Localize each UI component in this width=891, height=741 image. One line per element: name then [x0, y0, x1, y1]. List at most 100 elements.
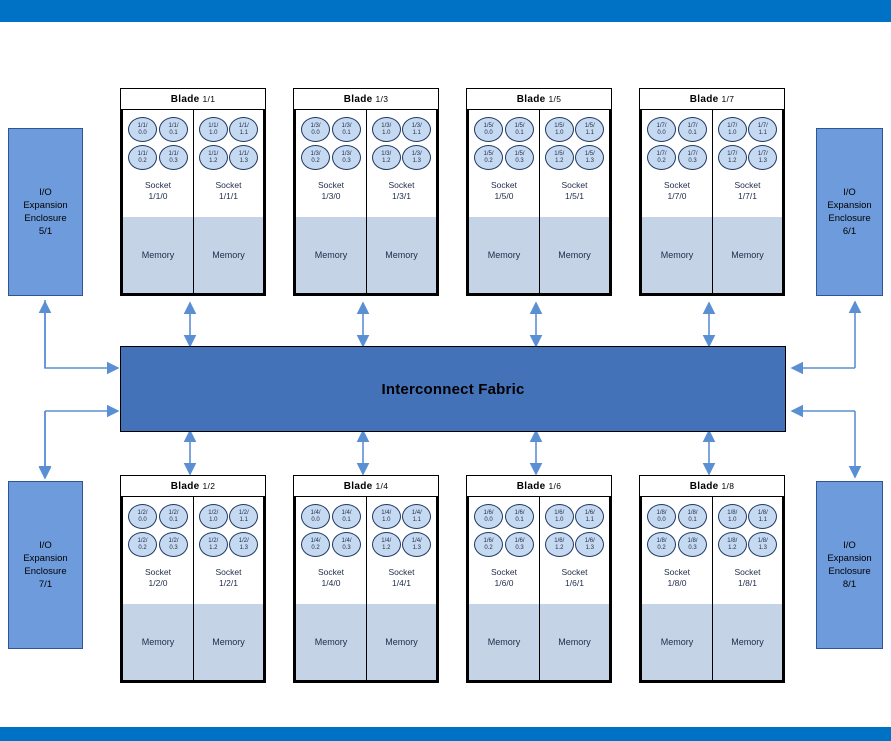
core[interactable]: 1/4/1.2	[371, 532, 401, 557]
core[interactable]: 1/3/0.0	[301, 117, 330, 142]
core[interactable]: 1/8/1.0	[717, 504, 747, 529]
core[interactable]: 1/3/0.3	[332, 145, 361, 170]
core[interactable]: 1/5/1.1	[575, 117, 605, 142]
core[interactable]: 1/5/1.2	[544, 145, 574, 170]
core[interactable]: 1/3/1.3	[402, 145, 432, 170]
memory-block[interactable]: Memory	[642, 604, 712, 680]
core[interactable]: 1/8/0.3	[678, 532, 707, 557]
core[interactable]: 1/8/1.3	[748, 532, 778, 557]
core[interactable]: 1/8/1.2	[717, 532, 747, 557]
core[interactable]: 1/1/1.1	[229, 117, 259, 142]
core[interactable]: 1/3/1.1	[402, 117, 432, 142]
core[interactable]: 1/4/1.3	[402, 532, 432, 557]
memory-block[interactable]: Memory	[123, 217, 193, 293]
core[interactable]: 1/4/0.2	[301, 532, 330, 557]
core[interactable]: 1/2/0.0	[128, 504, 157, 529]
memory-block[interactable]: Memory	[296, 604, 366, 680]
core[interactable]: 1/6/0.0	[474, 504, 503, 529]
core[interactable]: 1/7/0.2	[647, 145, 676, 170]
interconnect-fabric[interactable]: Interconnect Fabric	[120, 346, 786, 432]
core[interactable]: 1/1/1.3	[229, 145, 259, 170]
core[interactable]: 1/2/1.2	[198, 532, 228, 557]
core[interactable]: 1/6/1.3	[575, 532, 605, 557]
core[interactable]: 1/8/0.2	[647, 532, 676, 557]
io-expansion-enclosure-6-1[interactable]: I/O Expansion Enclosure 6/1	[816, 128, 883, 296]
core[interactable]: 1/5/0.0	[474, 117, 503, 142]
core[interactable]: 1/3/0.1	[332, 117, 361, 142]
memory-block[interactable]: Memory	[469, 604, 539, 680]
memory-block[interactable]: Memory	[123, 604, 193, 680]
core[interactable]: 1/1/0.0	[128, 117, 157, 142]
memory-block[interactable]: Memory	[367, 217, 436, 293]
memory-block[interactable]: Memory	[367, 604, 436, 680]
core[interactable]: 1/4/0.3	[332, 532, 361, 557]
core[interactable]: 1/1/0.1	[159, 117, 188, 142]
core[interactable]: 1/8/1.1	[748, 504, 778, 529]
core[interactable]: 1/4/1.1	[402, 504, 432, 529]
core[interactable]: 1/6/1.2	[544, 532, 574, 557]
core[interactable]: 1/7/0.1	[678, 117, 707, 142]
core[interactable]: 1/1/1.2	[198, 145, 228, 170]
core[interactable]: 1/5/1.3	[575, 145, 605, 170]
core[interactable]: 1/6/0.2	[474, 532, 503, 557]
core[interactable]: 1/2/1.1	[229, 504, 259, 529]
memory-block[interactable]: Memory	[194, 217, 263, 293]
core[interactable]: 1/5/0.3	[505, 145, 534, 170]
core[interactable]: 1/1/0.3	[159, 145, 188, 170]
core[interactable]: 1/5/0.2	[474, 145, 503, 170]
core[interactable]: 1/7/0.0	[647, 117, 676, 142]
core[interactable]: 1/6/1.1	[575, 504, 605, 529]
core[interactable]: 1/2/1.3	[229, 532, 259, 557]
core[interactable]: 1/6/0.3	[505, 532, 534, 557]
core[interactable]: 1/8/0.1	[678, 504, 707, 529]
core[interactable]: 1/6/0.1	[505, 504, 534, 529]
core[interactable]: 1/4/0.0	[301, 504, 330, 529]
core[interactable]: 1/3/1.0	[371, 117, 401, 142]
core[interactable]: 1/4/1.0	[371, 504, 401, 529]
memory-block[interactable]: Memory	[713, 217, 782, 293]
memory-block[interactable]: Memory	[296, 217, 366, 293]
core[interactable]: 1/6/1.0	[544, 504, 574, 529]
core[interactable]: 1/7/1.0	[717, 117, 747, 142]
core[interactable]: 1/2/0.1	[159, 504, 188, 529]
core[interactable]: 1/2/0.3	[159, 532, 188, 557]
core[interactable]: 1/7/1.3	[748, 145, 778, 170]
core[interactable]: 1/2/1.0	[198, 504, 228, 529]
core[interactable]: 1/4/0.1	[332, 504, 361, 529]
core[interactable]: 1/7/0.3	[678, 145, 707, 170]
memory-block[interactable]: Memory	[713, 604, 782, 680]
memory-block[interactable]: Memory	[194, 604, 263, 680]
memory-block[interactable]: Memory	[469, 217, 539, 293]
core[interactable]: 1/5/1.0	[544, 117, 574, 142]
core[interactable]: 1/1/1.0	[198, 117, 228, 142]
core[interactable]: 1/3/0.2	[301, 145, 330, 170]
core[interactable]: 1/7/1.2	[717, 145, 747, 170]
io-expansion-enclosure-8-1[interactable]: I/O Expansion Enclosure 8/1	[816, 481, 883, 649]
core[interactable]: 1/7/1.1	[748, 117, 778, 142]
memory-block[interactable]: Memory	[540, 217, 609, 293]
core[interactable]: 1/2/0.2	[128, 532, 157, 557]
io-expansion-enclosure-7-1[interactable]: I/O Expansion Enclosure 7/1	[8, 481, 83, 649]
core[interactable]: 1/8/0.0	[647, 504, 676, 529]
core[interactable]: 1/3/1.2	[371, 145, 401, 170]
